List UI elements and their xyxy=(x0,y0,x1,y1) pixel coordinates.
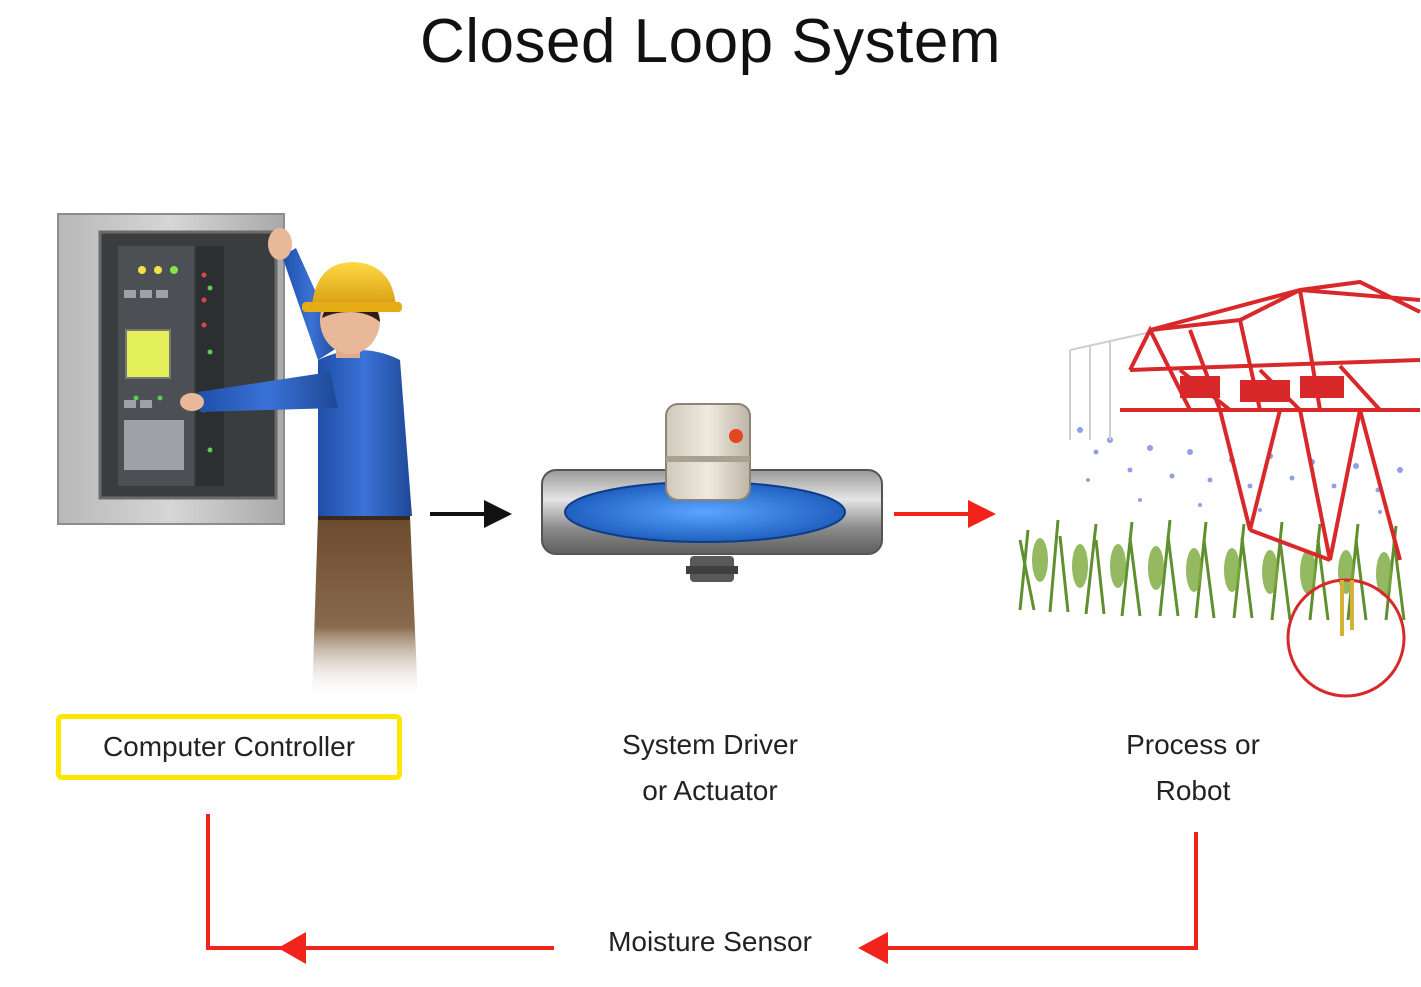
process-robot-line1: Process or xyxy=(1126,729,1260,760)
feedback-line-sensor-to-controller xyxy=(206,814,554,964)
process-robot-label: Process or Robot xyxy=(1060,722,1326,814)
actuator-valve-illustration xyxy=(541,403,883,582)
technician-illustration xyxy=(180,228,418,700)
arrow-driver-to-process xyxy=(894,500,996,528)
process-robot-line2: Robot xyxy=(1155,775,1231,806)
system-driver-line1: System Driver xyxy=(622,729,798,760)
system-driver-label: System Driver or Actuator xyxy=(560,722,860,814)
computer-controller-text: Computer Controller xyxy=(102,731,356,762)
irrigation-robot-illustration xyxy=(1018,279,1421,698)
control-cabinet-illustration xyxy=(57,213,285,525)
moisture-sensor-label: Moisture Sensor xyxy=(608,926,812,957)
diagram-title: Closed Loop System xyxy=(419,7,1002,76)
computer-controller-label: Computer Controller xyxy=(56,714,402,780)
arrow-controller-to-driver xyxy=(430,500,512,528)
system-driver-line2: or Actuator xyxy=(642,775,778,806)
feedback-line-process-to-sensor xyxy=(858,832,1198,964)
